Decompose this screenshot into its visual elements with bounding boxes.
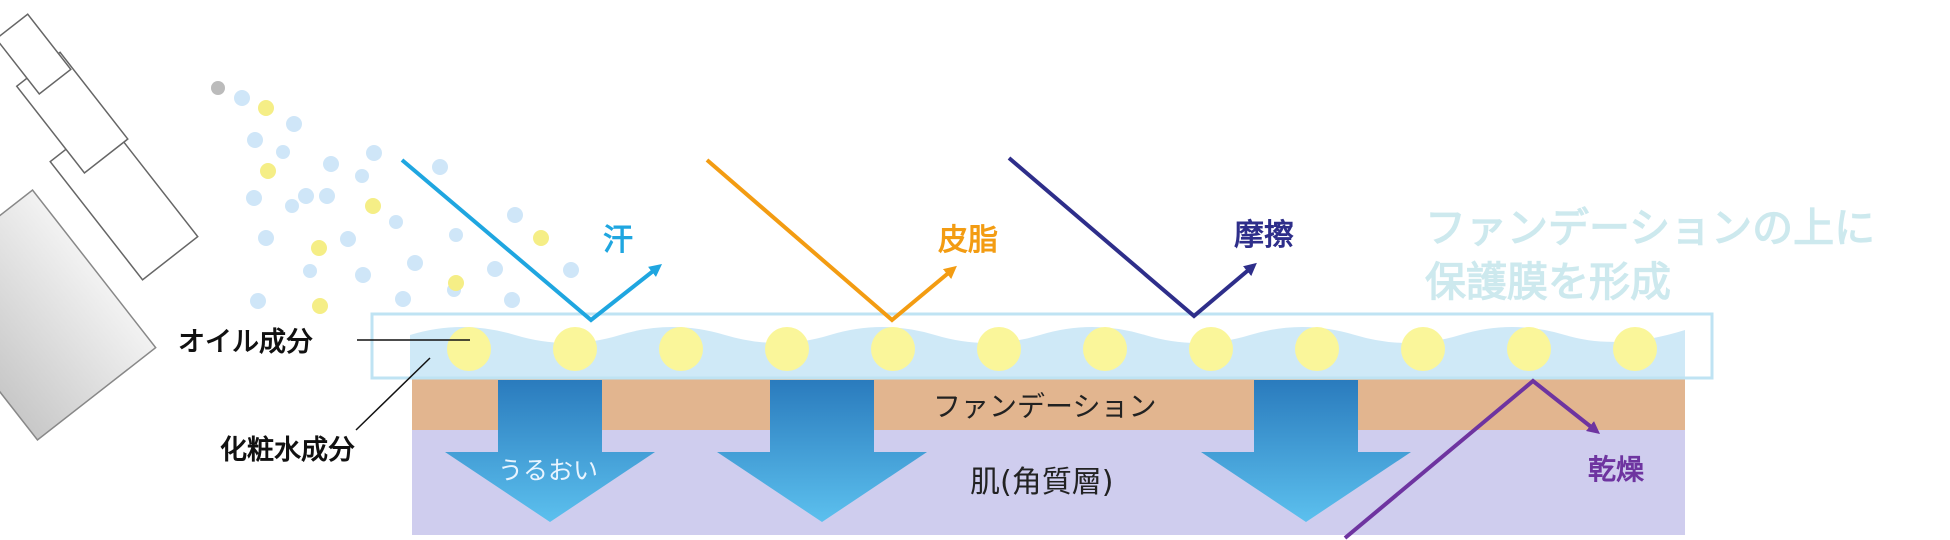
- moisture-arrow-2: [717, 380, 927, 522]
- protective-film: [370, 312, 1714, 380]
- headline-line-1: ファンデーションの上に: [1425, 204, 1876, 252]
- dryness-label: 乾燥: [1588, 453, 1645, 486]
- oil-component-label: オイル成分: [178, 327, 313, 358]
- friction-label: 摩擦: [1234, 218, 1294, 253]
- lotion-leader-line: [355, 357, 431, 431]
- spray-mist: [234, 90, 579, 314]
- sebum-label: 皮脂: [938, 223, 998, 258]
- moisture-arrow-3: [1201, 380, 1411, 522]
- moisture-label: うるおい: [498, 456, 599, 485]
- headline-line-2: 保護膜を形成: [1425, 258, 1671, 306]
- moisture-arrow-1: [445, 380, 655, 522]
- nozzle-icon: [211, 81, 225, 95]
- spray-bottle-icon: [0, 13, 225, 442]
- skin-label: 肌(角質層): [970, 465, 1114, 500]
- skin-layer: [412, 425, 1685, 535]
- sweat-arrow: [400, 158, 663, 323]
- friction-arrow: [1007, 156, 1257, 319]
- lotion-component-label: 化粧水成分: [220, 435, 355, 466]
- foundation-label: ファンデーション: [933, 390, 1157, 423]
- foundation-layer: [412, 378, 1685, 430]
- sweat-label: 汗: [603, 223, 633, 258]
- oil-droplets: [447, 327, 1657, 371]
- film-outline: [370, 312, 1714, 380]
- moisture-arrows: [445, 380, 1411, 522]
- sebum-arrow: [705, 158, 957, 323]
- dryness-arrow: [1343, 378, 1601, 540]
